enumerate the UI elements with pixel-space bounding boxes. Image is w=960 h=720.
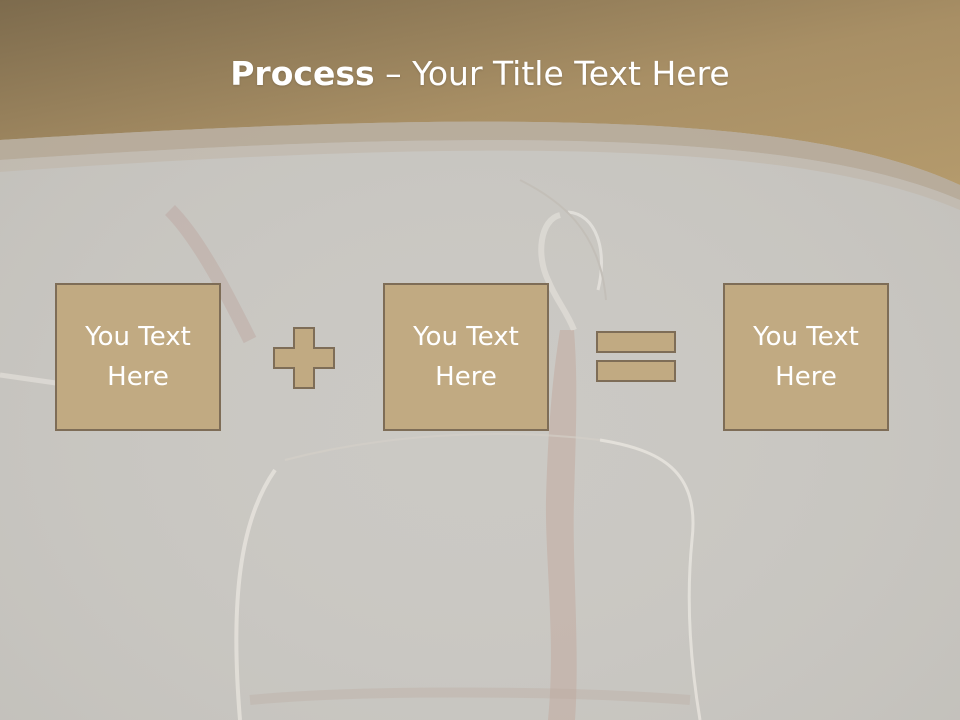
header-arc (0, 121, 960, 200)
title-rest: – Your Title Text Here (374, 54, 730, 93)
slide-title: Process – Your Title Text Here (0, 52, 960, 96)
process-box-3[interactable]: You Text Here (723, 283, 889, 431)
header-band (0, 0, 960, 185)
process-box-label: You Text Here (85, 322, 191, 392)
wine-glass-outline (234, 433, 702, 720)
decanter-silhouette (519, 179, 607, 332)
process-box-2[interactable]: You Text Here (383, 283, 549, 431)
title-strong: Process (230, 54, 375, 93)
process-box-1[interactable]: You Text Here (55, 283, 221, 431)
process-box-label: You Text Here (413, 322, 519, 392)
wine-pour (545, 330, 577, 720)
plus-icon (273, 327, 335, 389)
process-box-label: You Text Here (753, 322, 859, 392)
equals-icon (596, 331, 676, 382)
